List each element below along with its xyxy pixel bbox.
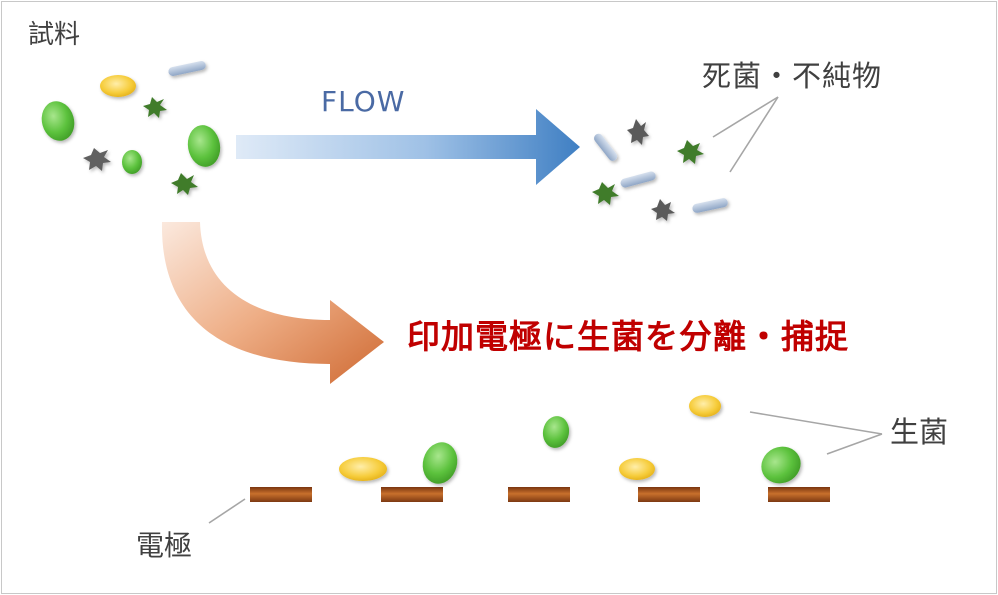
- sample-particles: [41, 60, 221, 195]
- impurity-rod: [594, 133, 618, 161]
- live-bacterium-green: [41, 101, 75, 141]
- impurity-rod: [692, 198, 728, 213]
- yellow-particle: [619, 458, 655, 480]
- dead-bacterium-spiky: [592, 182, 619, 205]
- main-caption: 印加電極に生菌を分離・捕捉: [407, 317, 849, 356]
- live-leader-lines: [749, 411, 883, 455]
- live-bacterium-green: [422, 442, 458, 484]
- dead-bacterium-spiky: [651, 199, 675, 221]
- capture-arrow: [161, 222, 384, 384]
- dead-bacterium-spiky: [677, 140, 704, 164]
- electrode-bar: [508, 487, 570, 502]
- live-bacterium-green: [122, 150, 142, 174]
- electrode-label: 電極: [136, 529, 193, 562]
- dead-bacterium-spiky: [627, 119, 649, 145]
- yellow-particle: [100, 75, 136, 97]
- flow-label: FLOW: [321, 85, 406, 118]
- live-bacteria-label: 生菌: [890, 415, 949, 449]
- live-bacterium-green: [761, 446, 801, 484]
- dead-leader-lines: [712, 96, 779, 173]
- dead-bacteria-impurities: [592, 119, 728, 221]
- sample-label: 試料: [28, 20, 81, 50]
- dead-bacterium-spiky: [171, 173, 198, 195]
- dead-bacterium-spiky: [143, 97, 167, 118]
- flow-arrow: [236, 109, 580, 185]
- electrode-bar: [381, 487, 443, 502]
- live-bacterium-green: [542, 416, 570, 448]
- dead-bacteria-impurities-label: 死菌・不純物: [702, 59, 883, 93]
- impurity-rod: [620, 171, 656, 188]
- dead-bacterium-spiky: [83, 148, 111, 171]
- electrode-leader-line: [208, 498, 246, 524]
- yellow-particle: [339, 457, 387, 481]
- yellow-particle: [689, 395, 721, 417]
- electrodes: [250, 487, 830, 502]
- captured-particles: [339, 395, 801, 484]
- electrode-bar: [638, 487, 700, 502]
- impurity-rod: [168, 60, 206, 77]
- electrode-bar: [250, 487, 312, 502]
- electrode-bar: [768, 487, 830, 502]
- live-bacterium-green: [187, 125, 221, 167]
